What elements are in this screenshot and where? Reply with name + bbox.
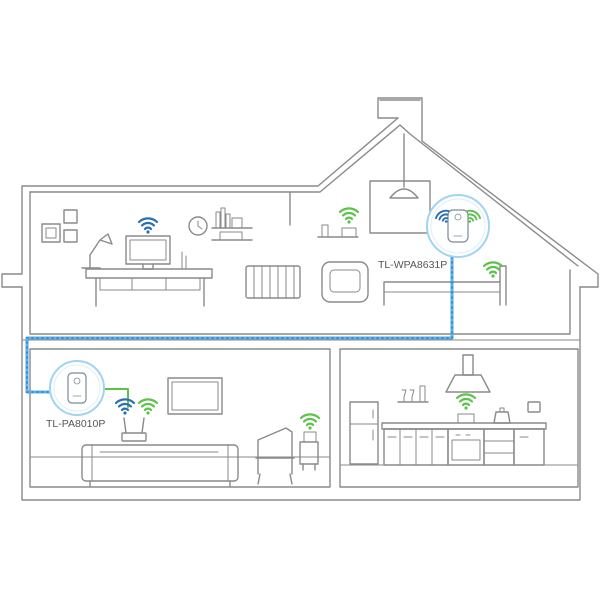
house-outline xyxy=(1,97,599,501)
living-room xyxy=(81,377,319,487)
study-room xyxy=(41,207,253,307)
wifi-signal-blue-icon xyxy=(433,207,454,228)
bedroom xyxy=(245,133,507,306)
wifi-signal-green-icon xyxy=(137,398,159,416)
powerline-adapter xyxy=(49,360,105,416)
wifi-signal-blue-icon xyxy=(137,217,159,235)
monitor-icon xyxy=(125,235,171,270)
window xyxy=(369,180,431,234)
armchair xyxy=(321,261,369,303)
kettle-icon xyxy=(493,407,511,424)
range-hood xyxy=(445,354,491,393)
router-icon xyxy=(121,417,147,442)
powerline-cable xyxy=(25,252,454,394)
wifi-signal-green-icon xyxy=(462,207,483,228)
ethernet-cable xyxy=(101,388,129,408)
wifi-signal-green-icon xyxy=(299,413,321,431)
picture-frame xyxy=(63,229,78,243)
wifi-signal-green-icon xyxy=(455,393,477,411)
kitchen-counter xyxy=(381,422,547,466)
fridge xyxy=(349,401,379,465)
wall-socket-icon xyxy=(527,401,541,413)
wifi-extender-adapter xyxy=(426,194,490,258)
side-table xyxy=(299,431,319,471)
picture-frame xyxy=(41,223,61,243)
bed xyxy=(383,265,507,306)
clock-icon xyxy=(188,216,208,236)
picture-frame xyxy=(63,209,78,224)
wifi-signal-blue-icon xyxy=(114,398,136,416)
wifi-signal-green-icon xyxy=(338,207,360,225)
radiator xyxy=(245,265,301,299)
sofa xyxy=(81,444,239,487)
upstairs-adapter-label: TL-WPA8631P xyxy=(378,259,447,271)
wifi-signal-green-icon xyxy=(482,261,504,279)
wall-picture xyxy=(167,377,223,415)
desk-lamp-icon xyxy=(81,233,113,269)
armchair xyxy=(255,427,295,485)
desk xyxy=(85,268,213,307)
downstairs-adapter-label: TL-PA8010P xyxy=(46,418,105,430)
kitchen xyxy=(349,354,547,466)
pendant-lamp-icon xyxy=(389,133,419,199)
bookshelf xyxy=(211,207,253,241)
kitchen-shelf xyxy=(397,385,429,403)
